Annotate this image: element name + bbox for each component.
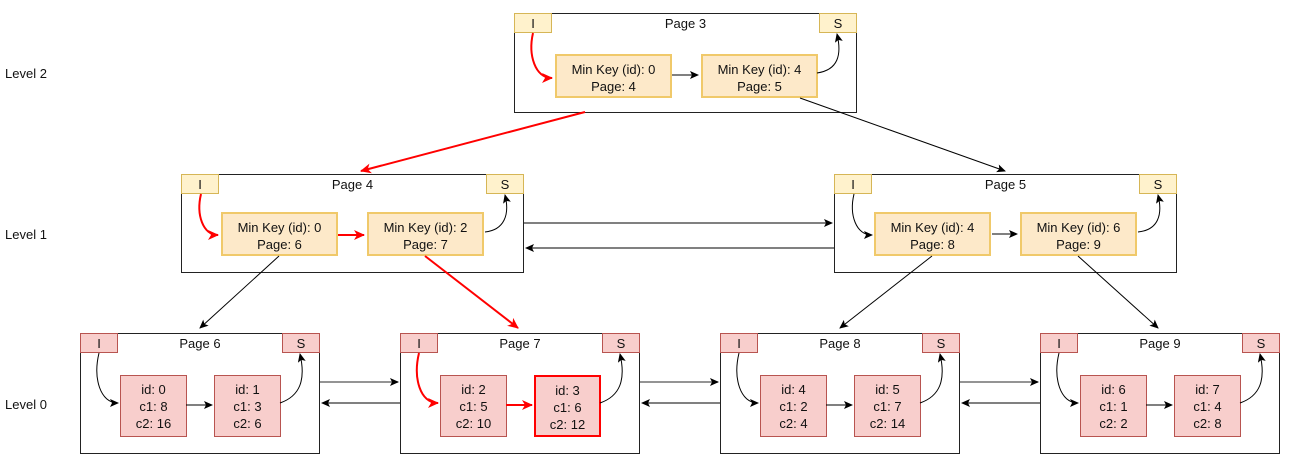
record-c2: c2: 6 <box>233 416 262 431</box>
record-c2: c2: 14 <box>869 416 906 431</box>
page-4: Page 4 I S Min Key (id): 0 Page: 6 Min K… <box>181 174 524 273</box>
page-title: Page 7 <box>499 336 541 351</box>
page-6: Page 6 I S id: 0 c1: 8 c2: 16 id: 1 c1: … <box>80 333 320 454</box>
record-c2: c2: 10 <box>455 416 492 431</box>
index-record: Min Key (id): 0 Page: 4 <box>555 54 672 98</box>
record-min-key: Min Key (id): 4 <box>717 62 802 77</box>
record-min-key: Min Key (id): 4 <box>890 220 975 235</box>
user-record: id: 6 c1: 1 c2: 2 <box>1080 375 1147 437</box>
record-id: id: 0 <box>141 382 166 397</box>
record-page: Page: 5 <box>737 79 782 94</box>
user-record: id: 2 c1: 5 c2: 10 <box>440 375 507 437</box>
record-c1: c1: 6 <box>553 400 582 415</box>
infimum-tag: I <box>834 174 872 194</box>
page-title: Page 9 <box>1139 336 1181 351</box>
record-c2: c2: 8 <box>1193 416 1222 431</box>
level-2-label: Level 2 <box>5 66 47 81</box>
level-1-label: Level 1 <box>5 227 47 242</box>
infimum-tag: I <box>80 333 118 353</box>
record-c1: c1: 1 <box>1099 399 1128 414</box>
record-c2: c2: 2 <box>1099 416 1128 431</box>
record-c2: c2: 16 <box>135 416 172 431</box>
user-record: id: 4 c1: 2 c2: 4 <box>760 375 827 437</box>
record-id: id: 2 <box>461 382 486 397</box>
record-c1: c1: 2 <box>779 399 808 414</box>
infimum-tag: I <box>720 333 758 353</box>
supremum-tag: S <box>819 13 857 33</box>
index-record: Min Key (id): 4 Page: 8 <box>874 212 991 256</box>
record-c1: c1: 4 <box>1193 399 1222 414</box>
record-min-key: Min Key (id): 6 <box>1036 220 1121 235</box>
record-c1: c1: 8 <box>139 399 168 414</box>
record-id: id: 3 <box>555 383 580 398</box>
index-record: Min Key (id): 6 Page: 9 <box>1020 212 1137 256</box>
search-path-arrow <box>360 111 586 174</box>
supremum-tag: S <box>1139 174 1177 194</box>
supremum-tag: S <box>486 174 524 194</box>
supremum-tag: S <box>922 333 960 353</box>
record-id: id: 6 <box>1101 382 1126 397</box>
record-c1: c1: 5 <box>459 399 488 414</box>
user-record: id: 1 c1: 3 c2: 6 <box>214 375 281 437</box>
user-record: id: 7 c1: 4 c2: 8 <box>1174 375 1241 437</box>
page-3: Page 3 I S Min Key (id): 0 Page: 4 Min K… <box>514 13 857 113</box>
record-page: Page: 7 <box>403 237 448 252</box>
page-title: Page 8 <box>819 336 861 351</box>
page-title: Page 4 <box>331 177 374 192</box>
index-record: Min Key (id): 0 Page: 6 <box>221 212 338 256</box>
record-page: Page: 9 <box>1056 237 1101 252</box>
record-c2: c2: 4 <box>779 416 808 431</box>
record-id: id: 5 <box>875 382 900 397</box>
record-min-key: Min Key (id): 2 <box>383 220 468 235</box>
record-c2: c2: 12 <box>549 417 586 432</box>
record-min-key: Min Key (id): 0 <box>237 220 322 235</box>
page-5: Page 5 I S Min Key (id): 4 Page: 8 Min K… <box>834 174 1177 273</box>
page-title: Page 3 <box>664 16 707 31</box>
page-title: Page 6 <box>179 336 221 351</box>
record-id: id: 4 <box>781 382 806 397</box>
infimum-tag: I <box>514 13 552 33</box>
page-7: Page 7 I S id: 2 c1: 5 c2: 10 id: 3 c1: … <box>400 333 640 454</box>
supremum-tag: S <box>1242 333 1280 353</box>
infimum-tag: I <box>181 174 219 194</box>
record-c1: c1: 7 <box>873 399 902 414</box>
infimum-tag: I <box>400 333 438 353</box>
supremum-tag: S <box>282 333 320 353</box>
level-0-label: Level 0 <box>5 397 47 412</box>
index-record: Min Key (id): 2 Page: 7 <box>367 212 484 256</box>
page-title: Page 5 <box>984 177 1027 192</box>
record-page: Page: 8 <box>910 237 955 252</box>
record-page: Page: 6 <box>257 237 302 252</box>
target-record: id: 3 c1: 6 c2: 12 <box>534 375 601 437</box>
record-id: id: 7 <box>1195 382 1220 397</box>
page-8: Page 8 I S id: 4 c1: 2 c2: 4 id: 5 c1: 7… <box>720 333 960 454</box>
supremum-tag: S <box>602 333 640 353</box>
index-record: Min Key (id): 4 Page: 5 <box>701 54 818 98</box>
record-page: Page: 4 <box>591 79 636 94</box>
record-id: id: 1 <box>235 382 260 397</box>
user-record: id: 5 c1: 7 c2: 14 <box>854 375 921 437</box>
record-min-key: Min Key (id): 0 <box>571 62 656 77</box>
infimum-tag: I <box>1040 333 1078 353</box>
record-c1: c1: 3 <box>233 399 262 414</box>
user-record: id: 0 c1: 8 c2: 16 <box>120 375 187 437</box>
page-9: Page 9 I S id: 6 c1: 1 c2: 2 id: 7 c1: 4… <box>1040 333 1280 454</box>
